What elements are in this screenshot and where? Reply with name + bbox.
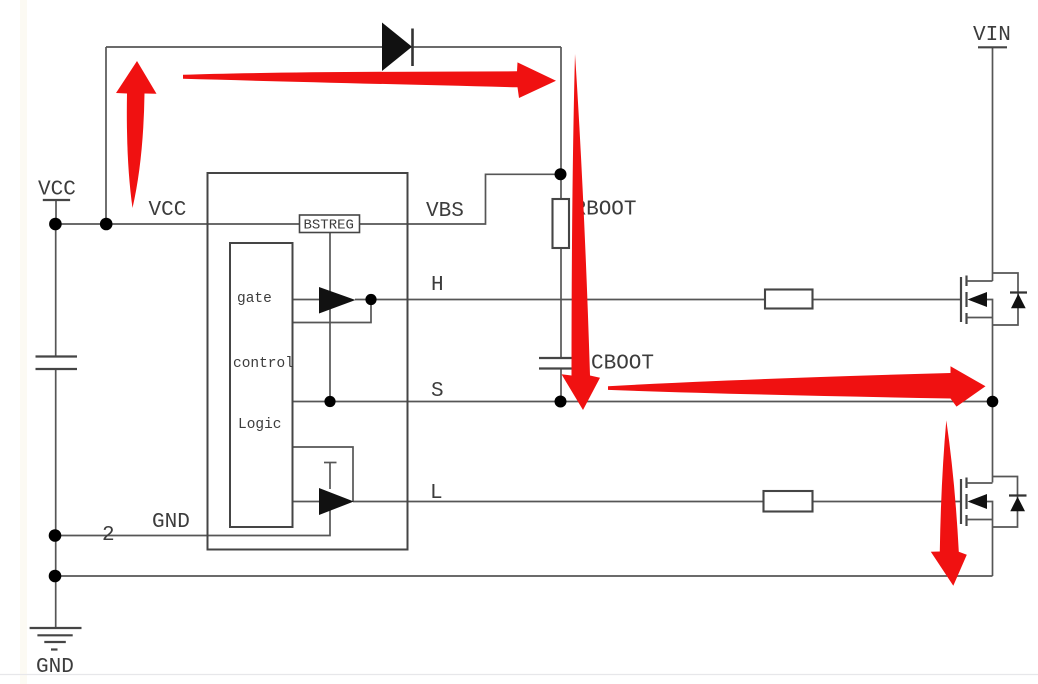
svg-text:GND: GND — [152, 511, 190, 534]
svg-text:Logic: Logic — [238, 417, 282, 433]
svg-text:VCC: VCC — [38, 179, 76, 202]
svg-text:control: control — [233, 356, 294, 372]
svg-text:VIN: VIN — [973, 24, 1011, 47]
svg-text:gate: gate — [237, 291, 272, 307]
svg-text:2: 2 — [102, 524, 115, 547]
svg-text:VBS: VBS — [426, 200, 464, 223]
svg-text:S: S — [431, 380, 444, 403]
svg-text:BSTREG: BSTREG — [304, 218, 354, 234]
svg-text:CBOOT: CBOOT — [591, 353, 654, 376]
svg-text:H: H — [431, 274, 444, 297]
svg-text:GND: GND — [36, 656, 74, 679]
svg-text:VCC: VCC — [149, 199, 187, 222]
svg-text:L: L — [430, 482, 443, 505]
svg-text:RBOOT: RBOOT — [574, 199, 637, 222]
